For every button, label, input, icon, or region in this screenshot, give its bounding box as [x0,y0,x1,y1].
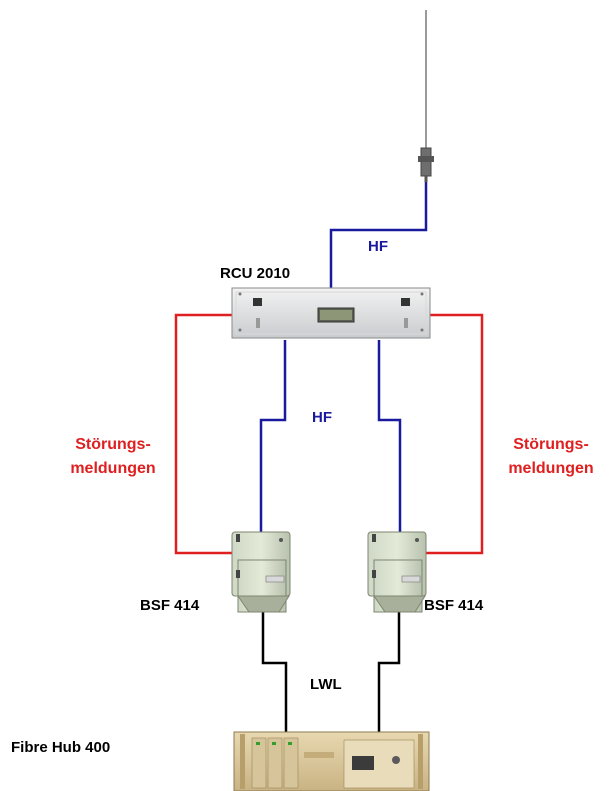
bsf-label-right: BSF 414 [424,597,484,614]
alarm-label-left-line1: Störungs- [75,436,151,453]
rcu-unit-image [231,287,431,339]
alarm-label-right-line1: Störungs- [513,436,589,453]
lwl-cable-left [261,612,288,732]
antenna-icon [418,10,434,182]
bsf-amplifier-image-left [231,531,291,613]
alarm-line-right [422,313,484,555]
bsf-label-left: BSF 414 [140,597,200,614]
fibre-hub-label: Fibre Hub 400 [11,739,110,756]
lwl-cable-right [377,612,401,732]
lwl-label: LWL [310,676,342,693]
alarm-label-left-line2: meldungen [70,460,155,477]
hf-cable-right [377,340,402,532]
fibre-hub-rack-image [233,731,430,791]
rcu-label: RCU 2010 [220,265,290,282]
hf-cable-left [259,340,287,532]
hf-cable-antenna [329,182,428,288]
alarm-line-left [174,313,232,555]
alarm-label-right-line2: meldungen [508,460,593,477]
hf-label-mid: HF [312,409,332,426]
bsf-amplifier-image-right [367,531,427,613]
hf-label-top: HF [368,238,388,255]
